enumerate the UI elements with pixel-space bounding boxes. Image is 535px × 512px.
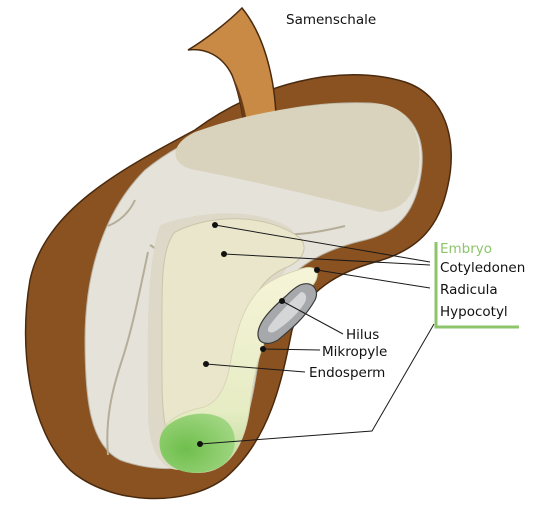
- embryo-bracket: [434, 242, 519, 329]
- label-cotyledonen: Cotyledonen: [440, 260, 525, 276]
- leader-radicula: [316, 269, 431, 289]
- leader-hilus: [281, 300, 344, 335]
- label-samenschale: Samenschale: [286, 12, 376, 28]
- dot-mikropyle: [260, 346, 266, 352]
- dot-cotyledon-1: [212, 222, 218, 228]
- dot-hilus: [279, 298, 285, 304]
- leader-hypocotyl: [199, 323, 435, 445]
- label-mikropyle: Mikropyle: [322, 344, 387, 360]
- dot-hypocotyl: [197, 441, 203, 447]
- leader-endosperm: [205, 363, 306, 373]
- dot-endosperm: [203, 361, 209, 367]
- leader-cotyledonen-2: [223, 253, 431, 266]
- upper-band: [175, 103, 420, 212]
- label-endosperm: Endosperm: [309, 365, 385, 381]
- endosperm-crack-4: [107, 199, 136, 227]
- label-embryo: Embryo: [440, 241, 492, 257]
- dot-radicula: [314, 267, 320, 273]
- leader-cotyledonen-1: [214, 224, 431, 263]
- leader-mikropyle: [262, 348, 321, 351]
- label-radicula: Radicula: [440, 282, 498, 298]
- dot-cotyledon-2: [221, 251, 227, 257]
- label-hypocotyl: Hypocotyl: [440, 304, 508, 320]
- endosperm-crack-2: [106, 251, 149, 456]
- hilus-inner: [267, 292, 307, 333]
- label-hilus: Hilus: [346, 327, 379, 343]
